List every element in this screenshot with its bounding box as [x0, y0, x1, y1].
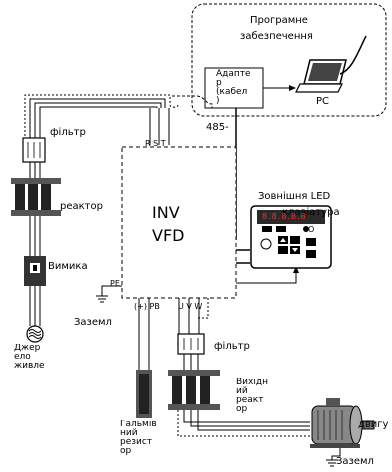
pe-label: PE — [110, 279, 120, 288]
software-label-2: забезпечення — [240, 31, 313, 42]
keypad-display: 8.8.8.8.8 — [262, 212, 307, 221]
software-label-1: Програмне — [250, 15, 308, 26]
motor-cable-shield — [177, 410, 310, 437]
output-reactor — [168, 370, 220, 410]
motor-cable-1 — [183, 410, 310, 423]
pc-label: PC — [316, 96, 330, 107]
led-keypad-label-2: клавіатура — [282, 207, 340, 218]
rst-label: R S T — [145, 139, 166, 148]
rs485-bus-3 — [39, 106, 158, 140]
ground-left-label: Заземл — [74, 317, 112, 328]
rs485-bus-1 — [29, 98, 166, 140]
led-keypad-label-1: Зовнішня LED — [258, 191, 331, 202]
motor-cable-2 — [190, 410, 310, 427]
motor-ground-wire — [331, 448, 341, 460]
output-filter-label: фільтр — [214, 341, 250, 352]
input-reactor — [11, 178, 61, 216]
brake-resistor-label: Гальмів ний резист ор — [120, 420, 157, 456]
rs485-bus-2 — [34, 102, 162, 140]
uvw-label: U V W — [178, 302, 203, 311]
led-keypad — [250, 205, 332, 269]
output-reactor-label: Вихідн ий реакт ор — [236, 378, 268, 414]
port-485-label: 485- — [206, 122, 229, 133]
pc-laptop-icon — [295, 35, 367, 93]
ground-right-label: Заземл — [336, 456, 374, 467]
adapter-label: Адапте р (кабел ) — [216, 69, 251, 106]
circuit-breaker — [24, 256, 46, 286]
ground-right-icon — [326, 459, 338, 467]
motor-label: двигу — [358, 419, 389, 430]
brake-resistor — [136, 370, 152, 418]
keypad-arrow — [236, 270, 297, 284]
rs485-shield-1 — [24, 94, 179, 140]
vfd-box — [121, 146, 237, 299]
ac-source-icon — [26, 325, 44, 343]
software-frame — [191, 3, 387, 117]
adapter-rs485-link — [172, 95, 213, 108]
dc-terminals-label: (+) PB — [134, 302, 160, 311]
pe-wire — [101, 285, 122, 296]
keypad-ok-key: O — [308, 225, 315, 234]
reactor-label: реактор — [60, 201, 103, 212]
motor-icon — [310, 398, 375, 448]
vfd-label: VFD — [152, 226, 185, 245]
ground-left-icon — [96, 295, 108, 303]
motor-cable-3 — [197, 410, 310, 431]
input-filter-label: фільтр — [50, 127, 86, 138]
source-label: Джер ело живле ння — [14, 344, 45, 371]
breaker-label: Вимика — [48, 261, 88, 272]
inv-label: INV — [152, 203, 180, 222]
